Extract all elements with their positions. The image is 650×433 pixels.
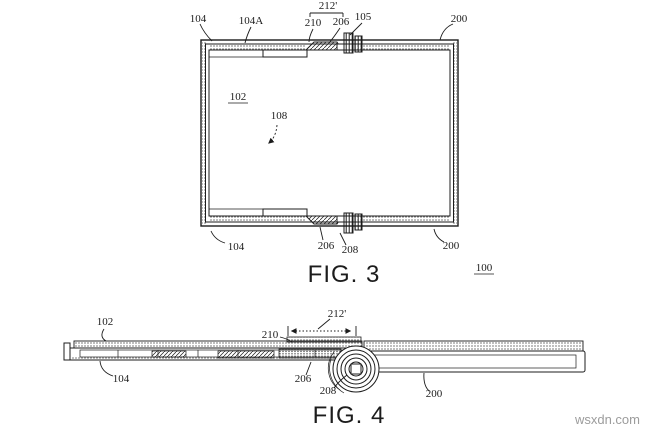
- fig3-ref-102: 102: [230, 91, 247, 103]
- fig4-ref-212-prime: 212': [328, 308, 347, 320]
- fig3-ref-200-bottom: 200: [443, 240, 460, 252]
- fig4-hinge-circles: [327, 345, 380, 394]
- fig3-drawing: 104 104A 210 206 105 212' 200 102 108 10…: [190, 0, 494, 288]
- fig3-ref-105: 105: [355, 11, 372, 23]
- fig3-ref-212-prime: 212': [319, 0, 338, 12]
- fig3-ref-100: 100: [476, 262, 493, 274]
- fig4-drawing: 102 104 210 212' 206 208 200 FIG. 4: [63, 308, 586, 429]
- fig3-ref-206-bottom: 206: [318, 240, 335, 252]
- fig3-outer-frame: [200, 39, 459, 227]
- fig4-ref-102: 102: [97, 316, 114, 328]
- fig4-ref-208: 208: [320, 385, 337, 397]
- fig3-ref-108: 108: [271, 110, 288, 122]
- fig4-left-housing: [63, 336, 363, 361]
- fig3-ref-104-top: 104: [190, 13, 207, 25]
- fig3-dim-212: [309, 12, 344, 17]
- fig3-hinge-top: [304, 32, 363, 54]
- watermark-text: wsxdn.com: [574, 412, 640, 427]
- fig3-arrow-108: [268, 124, 278, 144]
- fig3-leader-lines-bottom: [210, 226, 445, 246]
- fig4-ref-200: 200: [426, 388, 443, 400]
- fig4-ref-104: 104: [113, 373, 130, 385]
- fig3-ref-104-bottom: 104: [228, 241, 245, 253]
- fig3-ref-206-top: 206: [333, 16, 350, 28]
- fig3-display-panel: [208, 49, 451, 217]
- fig3-ref-210: 210: [305, 17, 322, 29]
- fig3-ref-200-top: 200: [451, 13, 468, 25]
- fig4-ref-206: 206: [295, 373, 312, 385]
- fig4-leader-lines: [99, 328, 430, 392]
- fig4-right-housing: [361, 340, 586, 373]
- fig3-caption: FIG. 3: [308, 261, 381, 288]
- fig4-caption: FIG. 4: [313, 402, 386, 429]
- fig3-ref-208: 208: [342, 244, 359, 256]
- fig4-dim-212: [287, 318, 357, 336]
- fig3-ref-104A: 104A: [239, 15, 264, 27]
- fig4-ref-210: 210: [262, 329, 279, 341]
- fig3-hinge-bottom: [304, 212, 363, 234]
- fig3-leader-lines-top: [199, 12, 454, 44]
